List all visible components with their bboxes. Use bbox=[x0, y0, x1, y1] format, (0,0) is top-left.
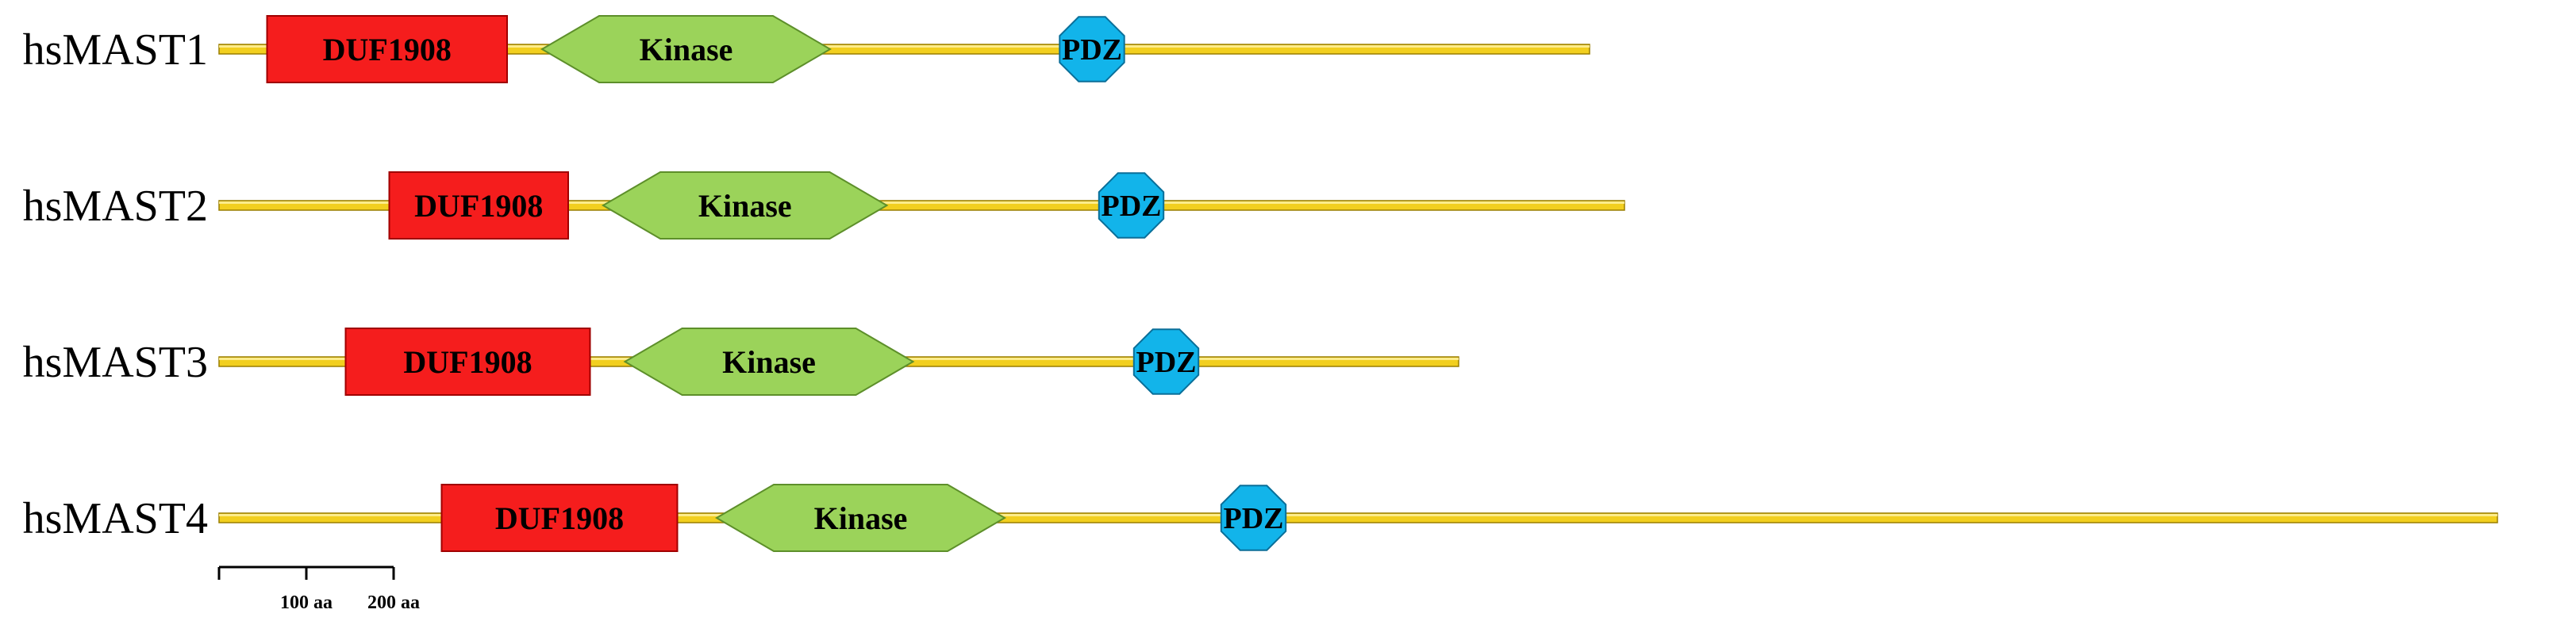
backbone-highlight bbox=[219, 201, 1624, 204]
pdz-label: PDZ bbox=[1224, 502, 1284, 535]
scale-tick-label: 200 aa bbox=[367, 592, 420, 613]
scale-tick-label: 100 aa bbox=[280, 592, 333, 613]
duf1908-domain bbox=[440, 484, 679, 552]
pdz-domain bbox=[1132, 328, 1200, 395]
duf1908-domain bbox=[388, 171, 569, 240]
protein-name: hsMAST1 bbox=[23, 25, 208, 75]
backbone-highlight bbox=[219, 514, 2497, 516]
duf1908-label: DUF1908 bbox=[323, 32, 452, 67]
duf1908-domain bbox=[266, 15, 508, 83]
kinase-domain bbox=[623, 328, 915, 396]
pdz-label: PDZ bbox=[1062, 33, 1122, 67]
protein-name: hsMAST2 bbox=[23, 182, 208, 231]
protein-name: hsMAST4 bbox=[23, 494, 208, 543]
pdz-domain bbox=[1220, 485, 1287, 551]
duf1908-label: DUF1908 bbox=[403, 344, 532, 380]
duf1908-domain bbox=[344, 328, 591, 396]
kinase-domain bbox=[602, 171, 889, 240]
kinase-label: Kinase bbox=[814, 500, 908, 536]
duf1908-label: DUF1908 bbox=[495, 500, 624, 536]
scale-bar: 100 aa 200 aa bbox=[217, 565, 420, 613]
protein-row: hsMAST4 DUF1908 Kinase PDZ bbox=[23, 484, 2498, 552]
kinase-domain bbox=[540, 15, 832, 83]
pdz-label: PDZ bbox=[1136, 346, 1197, 379]
pdz-domain bbox=[1098, 172, 1165, 239]
kinase-label: Kinase bbox=[640, 32, 733, 67]
duf1908-label: DUF1908 bbox=[414, 188, 543, 224]
protein-row: hsMAST1 DUF1908 Kinase PDZ bbox=[23, 15, 1590, 83]
kinase-label: Kinase bbox=[722, 344, 816, 380]
protein-name: hsMAST3 bbox=[23, 338, 208, 387]
backbone-highlight bbox=[219, 45, 1590, 48]
protein-row: hsMAST3 DUF1908 Kinase PDZ bbox=[23, 328, 1459, 396]
pdz-label: PDZ bbox=[1102, 190, 1162, 223]
kinase-label: Kinase bbox=[698, 188, 792, 224]
pdz-domain bbox=[1059, 16, 1125, 82]
protein-row: hsMAST2 DUF1908 Kinase PDZ bbox=[23, 171, 1625, 240]
kinase-domain bbox=[715, 484, 1006, 552]
